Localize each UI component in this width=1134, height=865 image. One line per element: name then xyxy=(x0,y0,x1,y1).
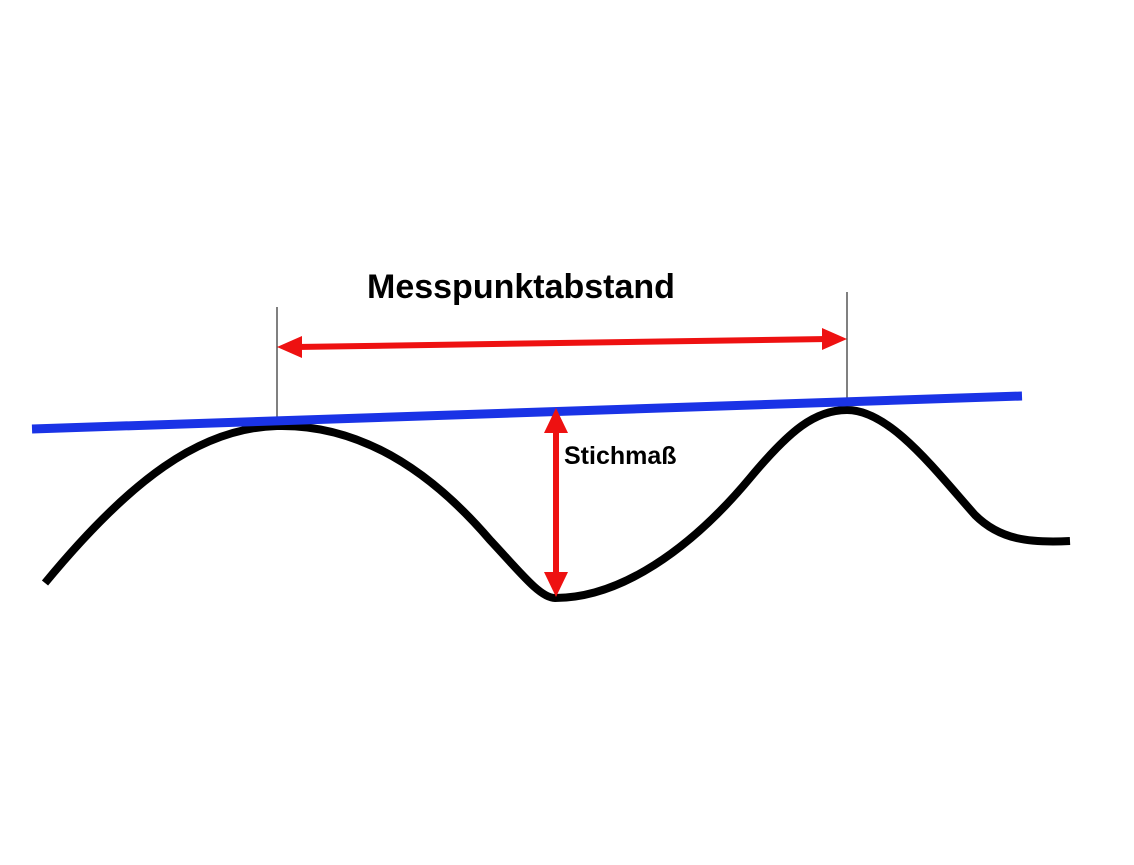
profile-curve xyxy=(41,406,1071,602)
depth-arrow-icon xyxy=(544,408,568,597)
span-label: Messpunktabstand xyxy=(367,268,675,306)
reference-line xyxy=(31,391,1023,434)
span-arrow-icon xyxy=(277,328,847,358)
depth-label: Stichmaß xyxy=(564,442,677,470)
